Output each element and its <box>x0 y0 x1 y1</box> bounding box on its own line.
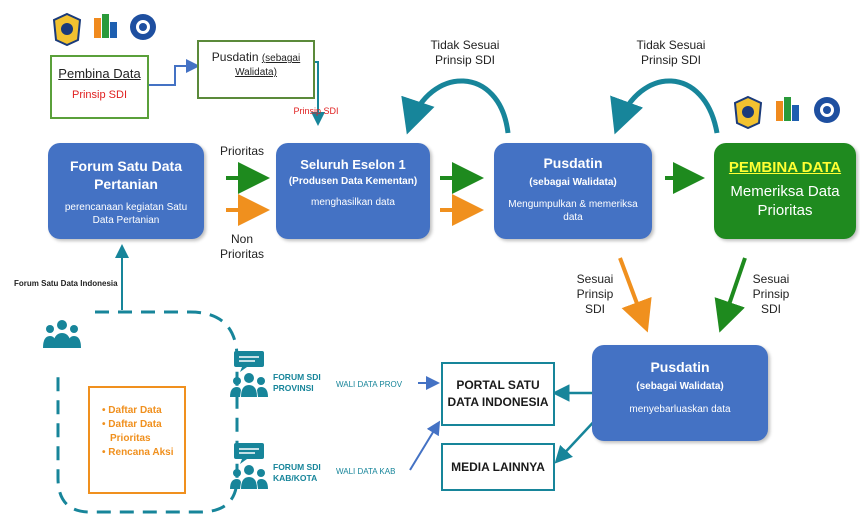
forum-satu-data-indonesia-label: Forum Satu Data Indonesia <box>14 279 118 288</box>
pembina-title: Pembina Data <box>58 66 141 81</box>
portal-satu-data-box: PORTAL SATU DATA INDONESIA <box>441 362 555 426</box>
pusdatin-mid-desc2: data <box>563 212 583 223</box>
portal-line1: PORTAL SATU <box>456 378 540 392</box>
pembina-subtitle: Prinsip SDI <box>71 89 128 101</box>
list-item: • Daftar Data <box>102 419 162 430</box>
list-box: • Daftar Data • Daftar Data Prioritas • … <box>88 386 186 494</box>
portal-line2: DATA INDONESIA <box>447 395 549 409</box>
pusdatin-mid-title: Pusdatin <box>543 155 603 171</box>
media-lainnya-box: MEDIA LAINNYA <box>441 443 555 491</box>
forum-kabkota-icon <box>228 442 270 495</box>
big-logo <box>128 12 158 47</box>
list-item: • Daftar Data <box>102 405 162 416</box>
pusdatin-bottom-box: Pusdatin (sebagai Walidata) menyebarluas… <box>592 345 768 441</box>
pusdatin-bottom-title: Pusdatin <box>650 359 710 375</box>
arrow-pembina-to-pusdatin-top <box>145 59 200 86</box>
prioritas-label: Prioritas <box>219 144 264 158</box>
arrow-sesuai-orange <box>618 257 652 333</box>
kemenkeu-logo-right <box>733 95 763 134</box>
eselon-desc: menghasilkan data <box>311 197 395 208</box>
eselon-title: Seluruh Eselon 1 <box>300 157 406 172</box>
dashed-forum-container <box>56 310 239 514</box>
pusdatin-bottom-subtitle: (sebagai Walidata) <box>636 381 724 392</box>
forum-pertanian-desc1: perencanaan kegiatan Satu <box>64 202 188 213</box>
forum-satu-data-pertanian-box: Forum Satu Data Pertanian perencanaan ke… <box>48 143 204 239</box>
arrow-wali-kab <box>409 420 441 471</box>
eselon-box: Seluruh Eselon 1 (Produsen Data Kementan… <box>276 143 430 239</box>
pusdatin-mid-subtitle: (sebagai Walidata) <box>529 177 617 188</box>
pusdatin-top-box: Pusdatin (sebagai Walidata) <box>197 40 315 99</box>
pusdatin-top-suffix2: Walidata) <box>235 67 277 78</box>
people-group-icon <box>42 318 82 357</box>
pusdatin-bottom-desc: menyebarluaskan data <box>629 404 731 415</box>
wali-data-kab-label: WALI DATA KAB <box>336 467 396 476</box>
forum-pertanian-desc2: Data Pertanian <box>92 215 160 226</box>
bps-logo-right <box>772 95 804 132</box>
bps-logo <box>90 12 122 49</box>
eselon-subtitle: (Produsen Data Kementan) <box>288 176 418 187</box>
pembina-right-title: PEMBINA DATA <box>728 159 842 176</box>
big-logo-right <box>812 95 842 130</box>
pusdatin-top-title: Pusdatin <box>211 50 259 64</box>
kemenkeu-logo <box>52 12 82 51</box>
arrow-feedback-right <box>610 78 720 135</box>
prinsip-sdi-small-label: Prinsip SDI <box>293 106 339 116</box>
arrow-feedback-left <box>401 78 511 135</box>
pembina-data-right-box: PEMBINA DATA Memeriksa Data Prioritas <box>714 143 856 239</box>
list-item: Prioritas <box>110 433 151 444</box>
media-label: MEDIA LAINNYA <box>451 460 545 474</box>
pusdatin-mid-desc1: Mengumpulkan & memeriksa <box>508 199 638 210</box>
arrow-pusdatin-top-to-eselon <box>311 61 325 126</box>
pembina-right-line2: Memeriksa Data <box>730 183 840 200</box>
forum-pertanian-line1: Forum Satu Data <box>69 158 182 174</box>
list-item: • Rencana Aksi <box>102 447 174 458</box>
wali-data-prov-label: WALI DATA PROV <box>336 380 403 389</box>
forum-pertanian-line2: Pertanian <box>94 176 158 192</box>
pembina-data-box: Pembina Data Prinsip SDI <box>50 55 149 119</box>
pembina-right-line3: Prioritas <box>757 202 813 219</box>
pusdatin-mid-box: Pusdatin (sebagai Walidata) Mengumpulkan… <box>494 143 652 239</box>
forum-provinsi-icon <box>228 350 270 403</box>
arrow-sesuai-green <box>714 257 747 333</box>
pusdatin-top-suffix: (sebagai <box>261 53 301 64</box>
